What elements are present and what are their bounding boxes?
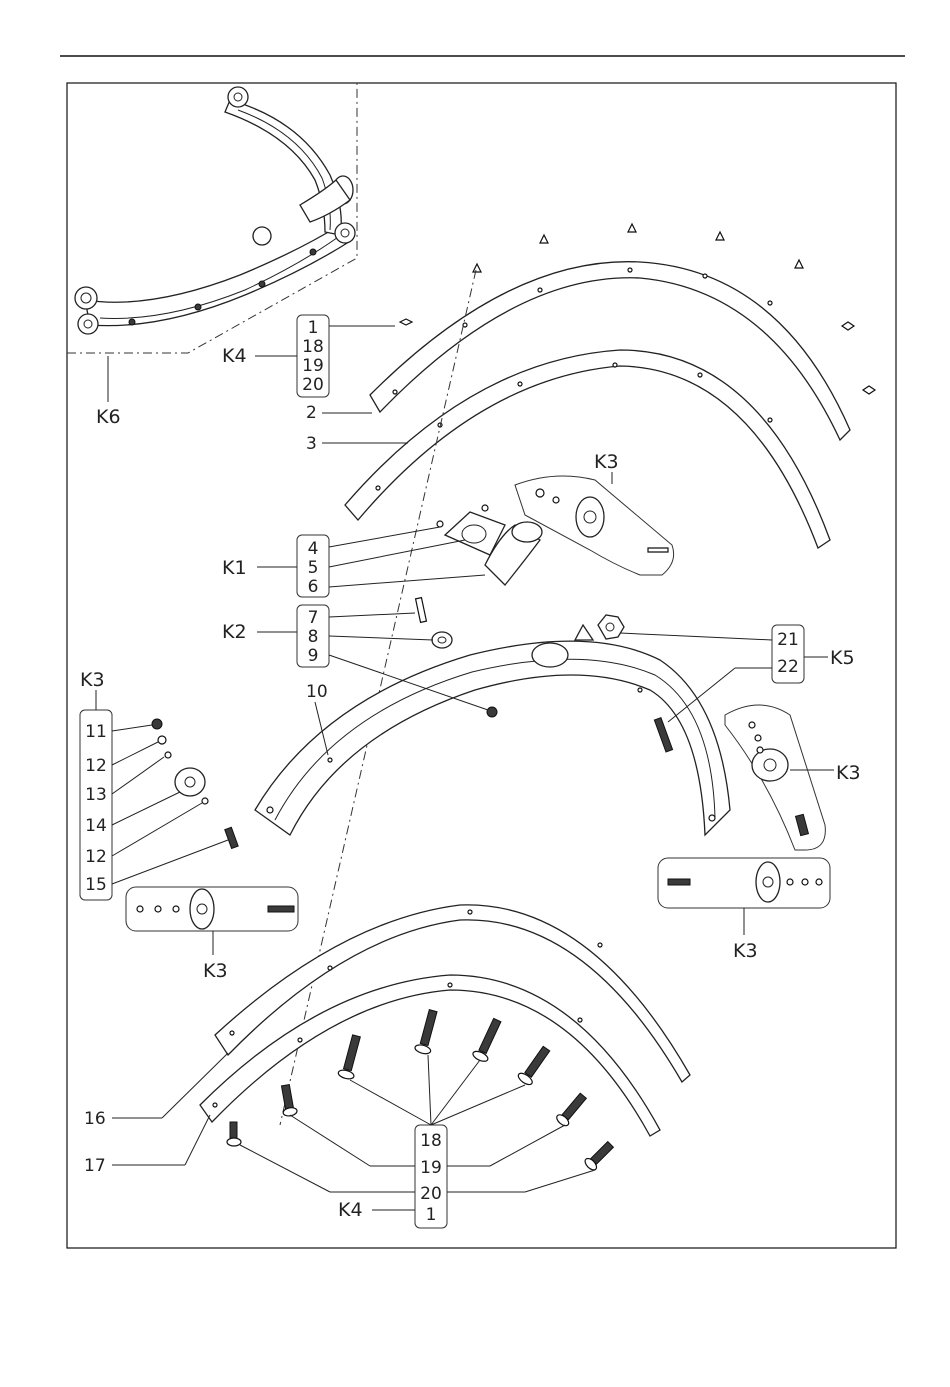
k5-item-1: 21 <box>777 630 799 650</box>
k3-left-exploded-parts <box>152 719 238 848</box>
k4-bottom-item-3: 20 <box>420 1184 442 1204</box>
k6-label: K6 <box>96 406 121 428</box>
k5-label: K5 <box>830 647 855 669</box>
k6-wheel-left <box>75 287 97 309</box>
k4-bottom-item-1: 18 <box>420 1131 442 1151</box>
k3-left-item-4: 14 <box>85 816 107 836</box>
part-3-label: 3 <box>306 434 317 454</box>
k3-left-item-1: 11 <box>85 722 107 742</box>
part-16-label: 16 <box>84 1109 106 1129</box>
k6-wheel-top <box>228 87 248 107</box>
k1-item-2: 5 <box>308 558 319 578</box>
k1-item-1: 4 <box>308 539 319 559</box>
k4-bottom-label: K4 <box>338 1199 363 1221</box>
k6-assembly-illustration <box>75 87 355 334</box>
k4-bottom-item-4: 1 <box>426 1205 437 1225</box>
k3-left-label: K3 <box>80 669 105 691</box>
k3-top-label: K3 <box>594 451 619 473</box>
k4-top-item-2: 18 <box>302 337 324 357</box>
k3-right-mid-label: K3 <box>836 762 861 784</box>
k6-knob <box>253 227 271 245</box>
part-17-label: 17 <box>84 1156 106 1176</box>
k3-bottom-left-label: K3 <box>203 960 228 982</box>
k2-item-1: 7 <box>308 608 319 628</box>
k3-bottom-right-label: K3 <box>733 940 758 962</box>
k3-left-item-5: 12 <box>85 847 107 867</box>
k1-item-3: 6 <box>308 577 319 597</box>
k4-top-item-4: 20 <box>302 375 324 395</box>
part-2-label: 2 <box>306 403 317 423</box>
k3-right-mid-wheel-group <box>725 705 825 850</box>
k2-item-3: 9 <box>308 646 319 666</box>
k3-left-item-2: 12 <box>85 756 107 776</box>
k6-wheel-right <box>335 223 355 243</box>
k4-top-item-1: 1 <box>308 318 319 338</box>
k4-bottom-item-2: 19 <box>420 1158 442 1178</box>
k3-left-item-3: 13 <box>85 785 107 805</box>
k3-left-lower-wheel-group <box>126 887 298 931</box>
part-10-label: 10 <box>306 682 328 702</box>
k4-top-label: K4 <box>222 345 247 367</box>
k3-left-item-6: 15 <box>85 875 107 895</box>
k2-item-2: 8 <box>308 627 319 647</box>
k2-label: K2 <box>222 621 247 643</box>
k6-wheel-left-lower <box>78 314 98 334</box>
k1-elbow-adapter <box>437 505 542 585</box>
k5-item-2: 22 <box>777 657 799 677</box>
k4-top-item-3: 19 <box>302 356 324 376</box>
k1-label: K1 <box>222 557 247 579</box>
k3-right-lower-wheel-group <box>658 858 830 908</box>
